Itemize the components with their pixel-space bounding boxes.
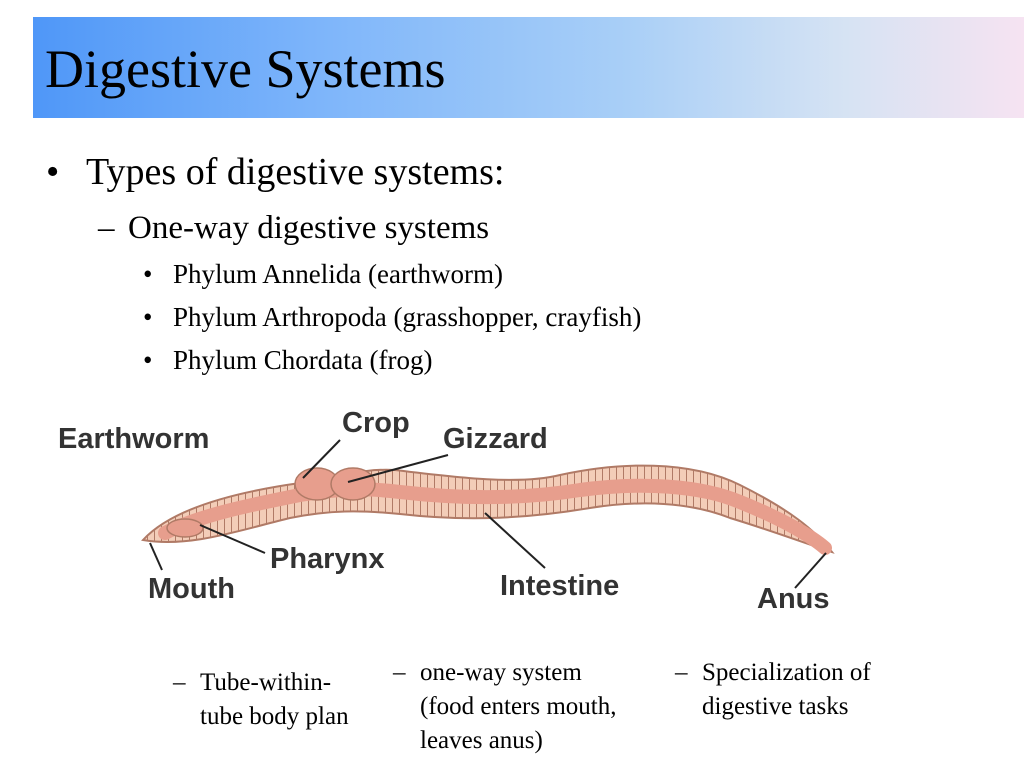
note-line: leaves anus) — [420, 727, 543, 754]
gizzard-label: Gizzard — [443, 423, 548, 455]
slide-title: Digestive Systems — [45, 39, 446, 99]
note-line: Specialization of — [702, 659, 871, 686]
bullet-dot: • — [143, 345, 153, 375]
leader-lines — [149, 439, 827, 589]
bullet-level2: –One-way digestive systems — [98, 208, 489, 248]
note-body-plan: – Tube-within- tube body plan — [173, 666, 393, 738]
note-line: digestive tasks — [702, 693, 849, 720]
mouth-label: Mouth — [148, 573, 235, 605]
bullet-dot: • — [143, 259, 153, 289]
earthworm-heading: Earthworm — [58, 423, 209, 455]
note-line: one-way system — [420, 659, 582, 686]
bullet-level3-item: • Phylum Arthropoda (grasshopper, crayfis… — [143, 301, 641, 333]
bullet-level3-item: • Phylum Chordata (frog) — [143, 344, 432, 376]
pharynx-label: Pharynx — [270, 543, 384, 575]
bullet-level1: • Types of digestive systems: — [46, 150, 504, 194]
note-line: Tube-within- — [200, 669, 332, 696]
bullet-level3-text: Phylum Chordata (frog) — [173, 345, 433, 375]
bullet-level1-text: Types of digestive systems: — [86, 151, 505, 193]
bullet-dot: • — [46, 151, 60, 193]
note-line: tube body plan — [200, 703, 349, 730]
anus-label: Anus — [757, 583, 830, 615]
bullet-level3-item: • Phylum Annelida (earthworm) — [143, 258, 503, 290]
note-dash: – — [393, 659, 406, 686]
bullet-level3-text: Phylum Arthropoda (grasshopper, crayfish… — [173, 302, 642, 332]
note-dash: – — [173, 669, 186, 696]
intestine-label: Intestine — [500, 570, 619, 602]
note-one-way: – one-way system (food enters mouth, lea… — [393, 656, 663, 762]
bullet-level3-text: Phylum Annelida (earthworm) — [173, 259, 503, 289]
crop-label: Crop — [342, 407, 410, 439]
earthworm-diagram: Earthworm Crop Gizzard Pharynx Mouth Int… — [58, 407, 835, 615]
bullet-dash: – — [98, 210, 115, 246]
bullet-dot: • — [143, 302, 153, 332]
digestive-tract — [158, 478, 832, 555]
note-specialization: – Specialization of digestive tasks — [675, 656, 915, 728]
bullet-level2-text: One-way digestive systems — [128, 210, 490, 246]
earthworm-illustration — [141, 464, 835, 555]
note-dash: – — [675, 659, 688, 686]
title-bar: Digestive Systems — [33, 17, 1024, 118]
note-line: (food enters mouth, — [420, 693, 617, 720]
gizzard-shape — [330, 467, 376, 501]
pharynx-shape — [166, 518, 204, 538]
